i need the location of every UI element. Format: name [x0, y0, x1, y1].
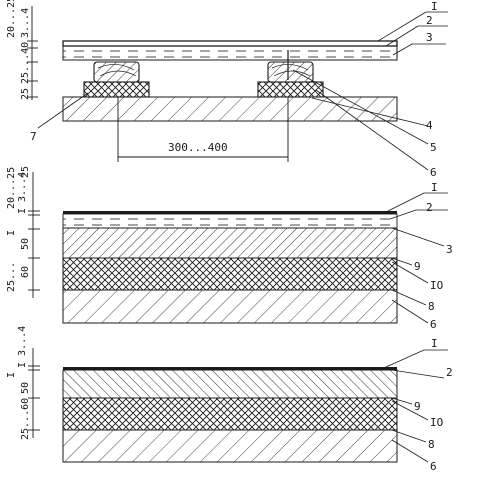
screed-layer-b: [62, 227, 398, 259]
figure-c-dimension-chain: I I 3...4 50 25...60: [6, 326, 40, 440]
dim-pad: 25: [20, 88, 31, 100]
callout-a-7: 7: [30, 130, 37, 143]
callout-b-10: IO: [430, 279, 443, 292]
span-label: 300...400: [168, 141, 228, 154]
dim-finish-floor: 20...25: [6, 0, 17, 38]
callout-b-6: 6: [430, 318, 437, 331]
figure-c: I I 3...4 50 25...60 I 2 9 IO 8 6: [6, 326, 453, 473]
figure-c-leaders: [385, 349, 448, 463]
dim-b-base: 25: [20, 166, 31, 178]
dim-b-insulation: 60: [20, 266, 31, 278]
callout-b-8: 8: [428, 300, 435, 313]
base-slab-b: [62, 289, 398, 324]
callout-c-8: 8: [428, 438, 435, 451]
callout-b-1: I: [431, 181, 438, 194]
finish-floor-layer: [62, 40, 398, 47]
callout-c-2: 2: [446, 366, 453, 379]
callout-b-3: 3: [446, 243, 453, 256]
dim-c-film: I: [6, 372, 17, 378]
insulation-layer-b: [62, 257, 398, 291]
insulation-layer-c: [62, 397, 398, 431]
base-slab-c: [62, 429, 398, 463]
dim-c-screed: 50: [20, 382, 31, 394]
callout-a-5: 5: [430, 141, 437, 154]
pad-left: [83, 81, 150, 98]
screed-layer-c: [62, 369, 398, 399]
callout-a-2: 2: [426, 14, 433, 27]
dim-b-underlay: I 3...4: [17, 172, 28, 214]
figure-b: 20...25 I 3...4 I 50 60 25... 25 I 2 3 9: [6, 166, 453, 331]
figure-b-leaders: [387, 192, 448, 324]
callout-b-9: 9: [414, 260, 421, 273]
joist-left: [93, 61, 140, 83]
callout-a-4: 4: [426, 119, 433, 132]
dim-underlay: 3...4: [20, 8, 31, 38]
callout-a-3: 3: [426, 31, 433, 44]
board-layer-b: [62, 213, 398, 229]
dim-b-fill: 25...: [6, 262, 17, 292]
callout-b-2: 2: [426, 201, 433, 214]
dim-b-film: I: [6, 230, 17, 236]
figure-a: 20...25 3...4 25...40 25 300...400: [6, 0, 448, 179]
callout-a-6: 6: [430, 166, 437, 179]
callout-a-1: I: [431, 0, 438, 13]
dim-b-finish: 20...25: [6, 167, 17, 209]
callout-c-6: 6: [430, 460, 437, 473]
figure-a-leaders: [37, 11, 448, 171]
dim-b-screed: 50: [20, 238, 31, 250]
span-dimension: 300...400: [117, 97, 289, 162]
figure-a-dimension-chain: 20...25 3...4 25...40 25: [6, 0, 38, 100]
dim-c-underlay: I 3...4: [17, 326, 28, 368]
pad-right: [257, 81, 324, 98]
dim-c-insulation: 25...60: [20, 398, 31, 440]
finish-floor-c: [63, 367, 397, 370]
finish-floor-b: [63, 211, 397, 214]
callout-c-10: IO: [430, 416, 443, 429]
board-layer: [62, 45, 398, 61]
base-slab-a: [62, 96, 398, 122]
callout-c-9: 9: [414, 400, 421, 413]
dim-joist: 25...40: [20, 42, 31, 84]
callout-c-1: I: [431, 337, 438, 350]
figure-b-dimension-chain: 20...25 I 3...4 I 50 60 25... 25: [6, 166, 40, 298]
